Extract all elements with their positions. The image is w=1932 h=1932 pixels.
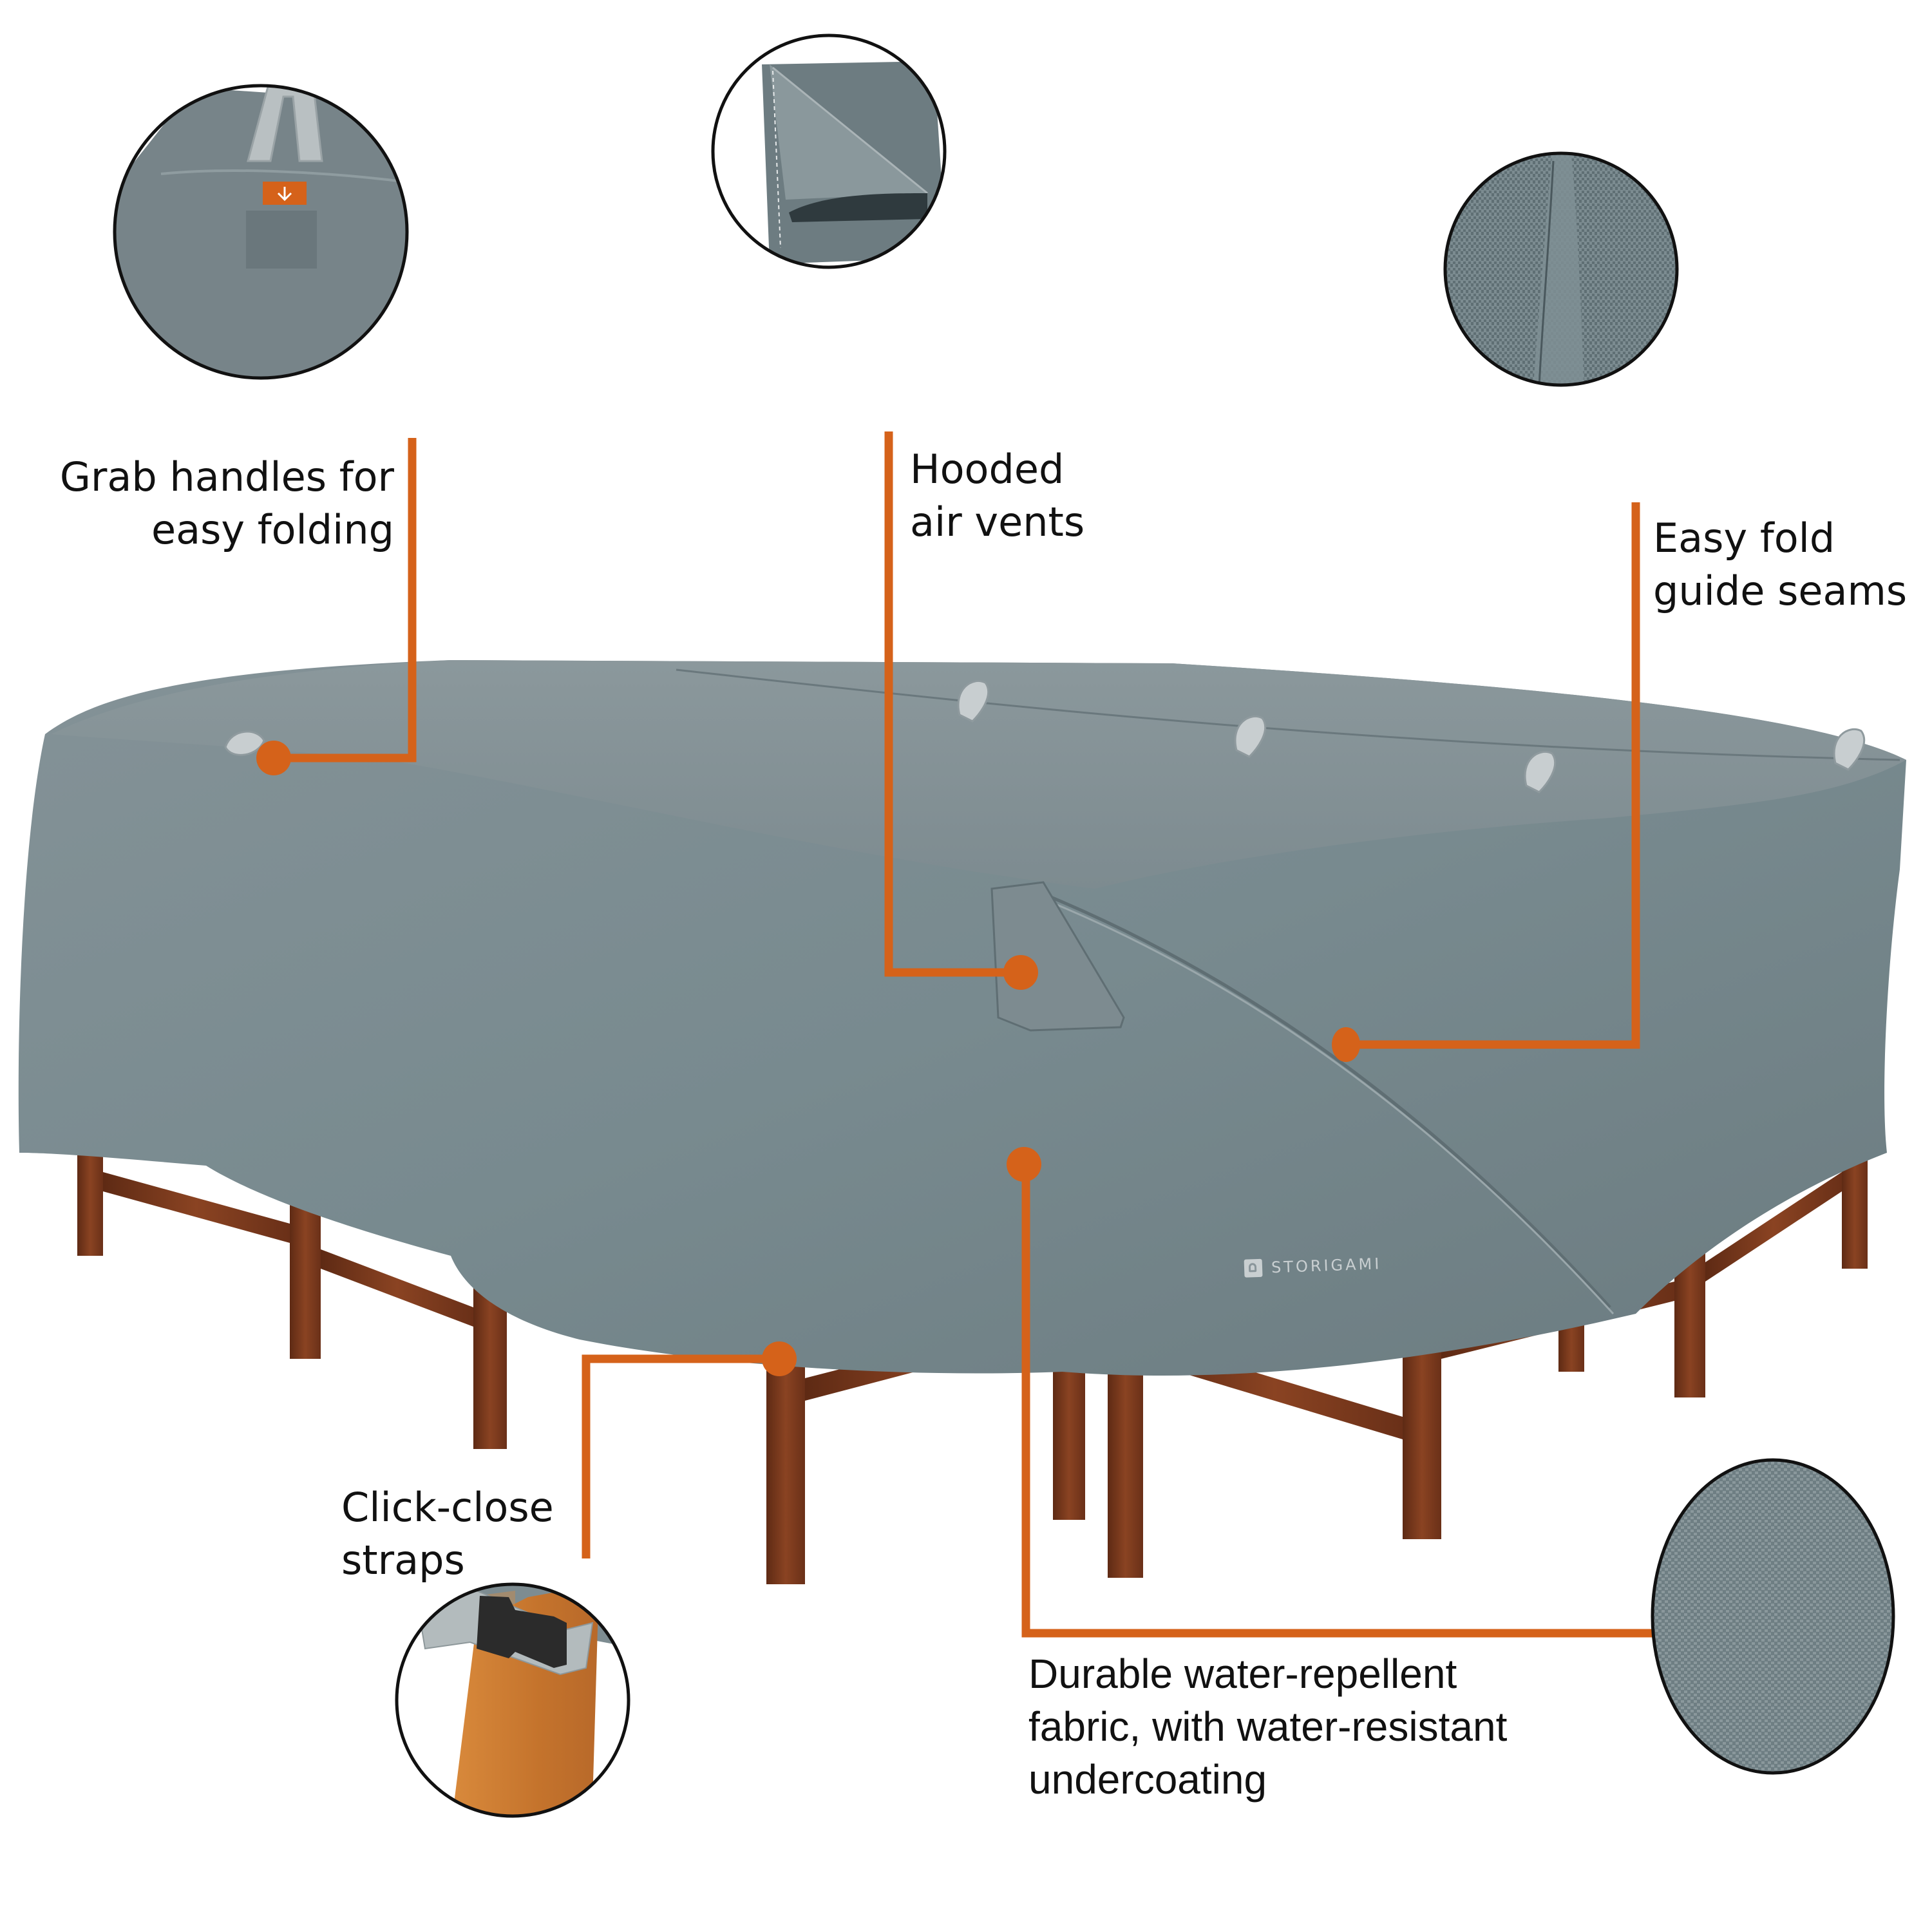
- callout-text-line: fabric, with water-resistant: [1028, 1703, 1508, 1750]
- detail-circle-hooded-vents: [713, 35, 945, 267]
- callout-dot-durable-fabric: [1007, 1147, 1041, 1182]
- cover-top: [52, 660, 1906, 889]
- detail-circle-click-straps: [397, 1584, 629, 1816]
- callout-dot-hooded-vents: [1003, 955, 1038, 990]
- detail-circle-fold-seams: [1445, 153, 1677, 385]
- callout-dot-fold-seams: [1332, 1027, 1360, 1062]
- callout-label-fold-seams: Easy fold guide seams: [1653, 512, 1907, 618]
- callout-dot-grab-handles: [256, 741, 291, 775]
- callout-text-line: Hooded: [910, 446, 1065, 493]
- callout-dot-click-straps: [762, 1341, 797, 1376]
- callout-text-line: air vents: [910, 498, 1085, 545]
- callout-label-click-straps: Click-close straps: [341, 1481, 554, 1587]
- grab-handles: [224, 680, 1866, 793]
- detail-circle-grab-handles: [115, 86, 407, 378]
- callout-label-grab-handles: Grab handles for easy folding: [60, 451, 394, 556]
- callout-line-grab-handles: [274, 438, 417, 762]
- callout-line-hooded-vents: [884, 431, 1024, 977]
- callout-line-fold-seams: [1352, 502, 1640, 1049]
- callout-text-line: guide seams: [1653, 567, 1908, 614]
- storigami-logo-icon: [1244, 1258, 1263, 1278]
- callout-text-line: Durable water-repellent: [1028, 1651, 1457, 1697]
- detail-circle-durable-fabric: [1653, 1460, 1893, 1773]
- callout-line-click-straps: [582, 1354, 779, 1558]
- callout-line-durable-fabric: [1021, 1167, 1653, 1638]
- vent-flap: [990, 881, 1125, 1032]
- cover-body: [18, 660, 1907, 1376]
- callout-label-durable-fabric: Durable water-repellent fabric, with wat…: [1028, 1647, 1507, 1806]
- callout-text-line: Easy fold: [1653, 515, 1835, 562]
- callout-lines: [274, 431, 1653, 1638]
- callout-text-line: easy folding: [151, 506, 394, 553]
- callout-label-hooded-vents: Hooded air vents: [910, 443, 1084, 549]
- callout-dots: [256, 741, 1360, 1376]
- brand-name: STORIGAMI: [1271, 1255, 1382, 1277]
- callout-text-line: straps: [341, 1537, 465, 1584]
- callout-text-line: undercoating: [1028, 1756, 1267, 1803]
- callout-text-line: Grab handles for: [59, 453, 394, 500]
- callout-text-line: Click-close: [341, 1484, 554, 1531]
